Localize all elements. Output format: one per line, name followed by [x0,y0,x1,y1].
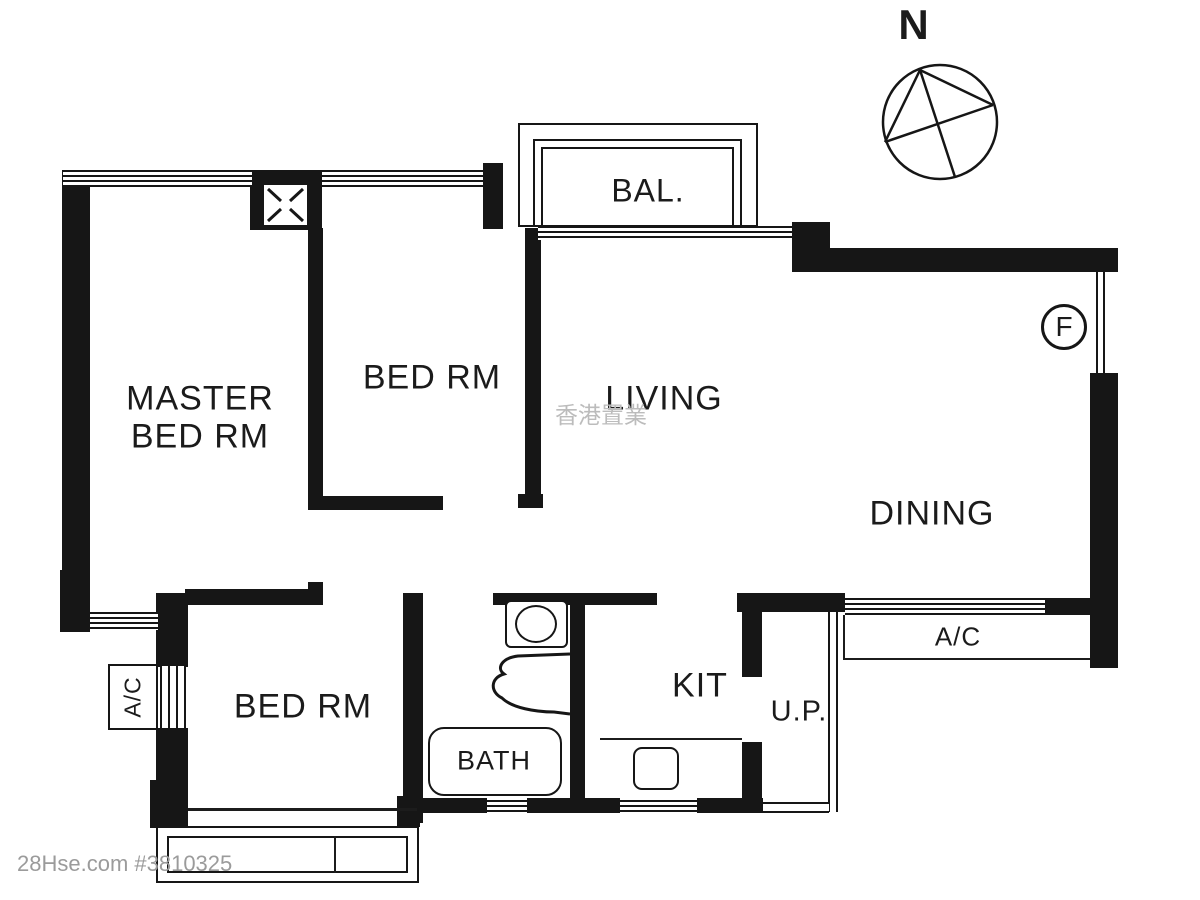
window-band [90,612,158,630]
wall-segment [150,780,188,828]
ac-platform-line [843,615,845,660]
label-ac-right: A/C [934,621,982,652]
wall-segment [742,742,762,808]
utility-platform-sill [763,802,829,813]
wall-segment [737,593,845,612]
bay-window-inner [167,836,408,873]
window-band [620,800,697,813]
wall-segment [308,228,323,510]
room-label-bedroom-2: BED RM [362,358,502,397]
watermark-listing: 28Hse.com #3810325 [17,851,233,876]
ac-box-left [108,664,158,730]
wall-segment [1090,373,1118,668]
window-band [845,598,1045,615]
label-ac-left: A/C [119,676,146,718]
window-band [160,666,186,728]
unit-marker-label: F [1055,311,1073,342]
balcony-sliding-door [538,226,792,240]
wall-segment [558,798,620,813]
room-label-living: LIVING [605,379,723,418]
wall-segment [320,496,443,510]
wall-segment [525,228,541,498]
room-label-balcony: BAL. [611,172,685,209]
wall-segment [156,593,188,667]
utility-platform-wall [828,612,843,812]
room-label-bathroom: BATH [456,745,532,776]
wall-segment [308,582,323,590]
room-label-bedroom-3: BED RM [233,687,373,726]
wall-segment [62,170,90,632]
window-band [487,800,527,813]
duct-x-icon [266,187,305,223]
room-label-kitchen: KIT [672,666,728,705]
kitchen-counter-line [600,738,742,740]
wall-segment [697,798,763,813]
wall-segment [820,248,1118,272]
wall-segment [483,163,503,229]
window-band [63,170,252,187]
wall-segment [397,796,420,827]
wall-segment [570,596,585,800]
room-label-utility-platform: U.P. [770,695,828,728]
wall-segment [60,570,90,632]
window-band [322,170,483,187]
watermark-brand: 香港置業 [555,402,647,428]
kitchen-sink [633,747,679,790]
compass-north-label: N [898,1,930,48]
bathtub [428,727,562,796]
unit-marker: F [1041,304,1087,350]
room-boundary-line [188,808,417,811]
entrance-window [1096,272,1105,373]
compass-icon [881,63,999,181]
duct-window [262,183,309,227]
wash-basin-bowl [515,605,557,643]
toilet [491,652,570,716]
balcony-railing-inner [541,147,734,227]
wall-segment [518,494,543,508]
wall-segment [403,593,423,823]
wall-segment [1045,598,1090,615]
wall-segment [185,589,323,605]
room-label-dining: DINING [869,494,995,533]
ac-platform-line [843,658,1090,660]
wall-segment [423,798,487,813]
room-label-master-bedroom-line1: MASTER [126,379,274,418]
wall-segment [742,612,762,677]
bay-window-mullion [334,836,336,873]
room-label-master-bedroom-line2: BED RM [130,417,270,456]
